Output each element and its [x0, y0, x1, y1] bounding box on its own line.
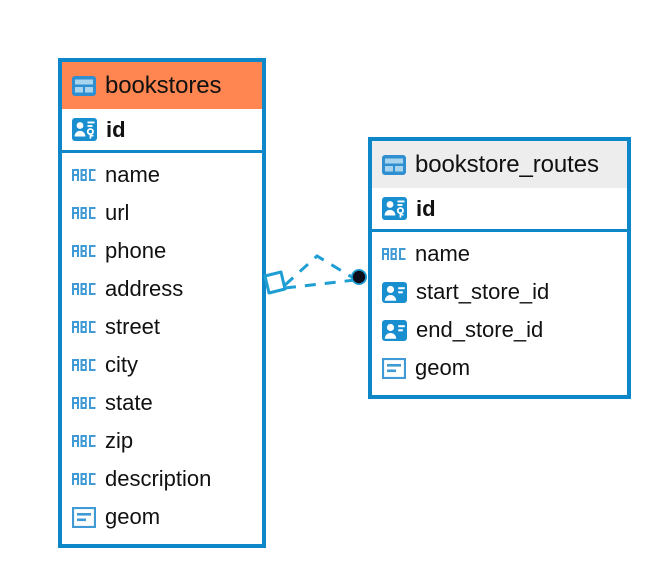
field-label: start_store_id	[416, 279, 550, 304]
entity-title: bookstore_routes	[415, 150, 599, 178]
entity-header-bookstores[interactable]: bookstores	[62, 62, 262, 109]
field-list-bookstores: name url	[62, 153, 262, 540]
field-row-geom[interactable]: geom	[62, 498, 262, 536]
field-label: id	[106, 116, 126, 142]
abc-text-icon	[72, 169, 96, 181]
relationship-line-lower	[284, 278, 356, 290]
abc-text-icon	[72, 435, 96, 447]
field-label: geom	[415, 355, 471, 380]
field-row-address[interactable]: address	[62, 270, 262, 308]
entity-header-bookstore-routes[interactable]: bookstore_routes	[372, 141, 627, 188]
field-label: street	[105, 314, 161, 339]
field-row-description[interactable]: description	[62, 460, 262, 498]
abc-text-icon	[72, 207, 96, 219]
entity-bookstore-routes[interactable]: bookstore_routes id	[368, 137, 631, 399]
abc-text-icon	[72, 473, 96, 485]
table-icon	[382, 154, 406, 175]
field-label: name	[415, 241, 471, 266]
field-label: state	[105, 390, 153, 415]
field-label: city	[105, 352, 138, 377]
primary-key-icon	[72, 118, 97, 141]
relationship-line-upper	[283, 254, 356, 287]
field-list-bookstore-routes: name start_store_id	[372, 232, 627, 391]
abc-text-icon	[72, 245, 96, 257]
primary-key-icon	[382, 197, 407, 220]
foreign-key-icon	[382, 319, 407, 341]
field-row-url[interactable]: url	[62, 194, 262, 232]
field-label: address	[105, 276, 184, 301]
relationship-source-marker-diamond-icon	[263, 270, 287, 295]
field-row-city[interactable]: city	[62, 346, 262, 384]
abc-text-icon	[72, 321, 96, 333]
field-row-street[interactable]: street	[62, 308, 262, 346]
field-label: zip	[105, 428, 134, 453]
entity-bookstores[interactable]: bookstores id	[58, 58, 266, 548]
field-row-state[interactable]: state	[62, 384, 262, 422]
field-label: id	[416, 195, 436, 221]
field-label: geom	[105, 504, 161, 529]
entity-title: bookstores	[105, 71, 222, 99]
field-row-primary-key[interactable]: id	[372, 188, 627, 232]
relationship-connector[interactable]	[255, 240, 385, 310]
field-row-phone[interactable]: phone	[62, 232, 262, 270]
relationship-target-marker-filled-circle-icon	[352, 270, 366, 284]
abc-text-icon	[72, 397, 96, 409]
field-row-primary-key[interactable]: id	[62, 109, 262, 153]
table-icon	[72, 75, 96, 96]
field-row-name[interactable]: name	[372, 235, 627, 273]
field-label: description	[105, 466, 212, 491]
abc-text-icon	[72, 283, 96, 295]
field-label: phone	[105, 238, 167, 263]
field-row-geom[interactable]: geom	[372, 349, 627, 387]
abc-text-icon	[382, 248, 406, 260]
geometry-icon	[382, 357, 406, 379]
field-label: end_store_id	[416, 317, 544, 342]
field-label: url	[105, 200, 130, 225]
field-row-name[interactable]: name	[62, 156, 262, 194]
geometry-icon	[72, 506, 96, 528]
field-row-end-store-id[interactable]: end_store_id	[372, 311, 627, 349]
abc-text-icon	[72, 359, 96, 371]
field-row-zip[interactable]: zip	[62, 422, 262, 460]
foreign-key-icon	[382, 281, 407, 303]
field-row-start-store-id[interactable]: start_store_id	[372, 273, 627, 311]
relationship-target-marker-ring	[351, 269, 367, 285]
field-label: name	[105, 162, 161, 187]
